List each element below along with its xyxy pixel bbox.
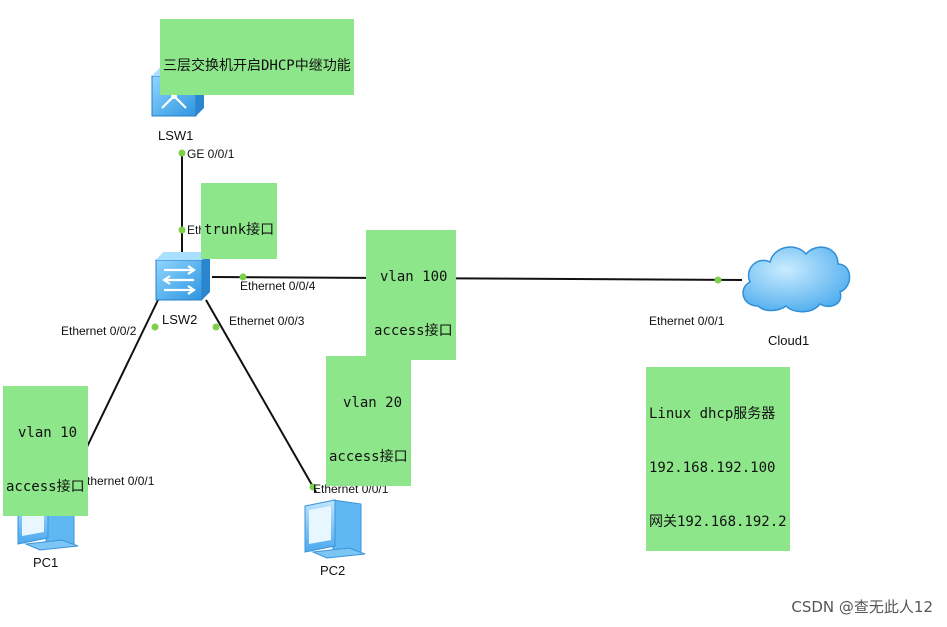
trunk-note-text: trunk接口	[204, 222, 275, 238]
title-note: 三层交换机开启DHCP中继功能	[160, 19, 354, 95]
device-label-pc2: PC2	[320, 563, 346, 578]
pc-icon[interactable]	[304, 499, 366, 559]
vlan10-note: vlan 10 access接口	[3, 386, 88, 516]
title-note-text: 三层交换机开启DHCP中继功能	[163, 58, 351, 74]
link-lsw2-cloud1	[211, 276, 743, 281]
vlan20-note-line1: vlan 20	[343, 395, 403, 411]
device-label-cloud1: Cloud1	[768, 333, 810, 348]
device-label-lsw2: LSW2	[162, 312, 198, 327]
vlan20-note-line2: access接口	[329, 449, 408, 465]
port-dot-lsw2-e4	[239, 273, 247, 281]
device-label-pc1: PC1	[33, 555, 59, 570]
vlan100-note: vlan 100 access接口	[366, 230, 456, 360]
watermark: CSDN @查无此人12	[791, 598, 933, 616]
l2-switch-icon[interactable]	[155, 252, 210, 301]
port-dot-pc2-e1	[309, 483, 317, 491]
linux-dhcp-note: Linux dhcp服务器 192.168.192.100 网关192.168.…	[646, 367, 790, 551]
port-dot-lsw1-ge	[178, 149, 186, 157]
port-dot-cloud-e1	[714, 276, 722, 284]
port-label-cloud-e1: Ethernet 0/0/1	[649, 314, 725, 328]
port-dot-lsw2-e3	[212, 323, 220, 331]
linux-dhcp-note-line3: 网关192.168.192.2	[649, 514, 787, 530]
linux-dhcp-note-line1: Linux dhcp服务器	[649, 406, 776, 422]
port-label-lsw2-e4: Ethernet 0/0/4	[240, 279, 316, 293]
vlan100-note-line1: vlan 100	[380, 269, 448, 285]
vlan10-note-line2: access接口	[6, 479, 85, 495]
port-label-pc1-e1: Ethernet 0/0/1	[79, 474, 155, 488]
linux-dhcp-note-line2: 192.168.192.100	[649, 460, 776, 476]
vlan10-note-line1: vlan 10	[18, 425, 78, 441]
port-label-lsw1-ge: GE 0/0/1	[187, 147, 235, 161]
vlan20-note: vlan 20 access接口	[326, 356, 411, 486]
trunk-note: trunk接口	[201, 183, 278, 259]
link-lsw2-pc2	[205, 299, 317, 493]
device-label-lsw1: LSW1	[158, 128, 194, 143]
port-dot-lsw2-e1	[178, 226, 186, 234]
cloud-icon[interactable]	[742, 246, 851, 313]
port-label-lsw2-e2: Ethernet 0/0/2	[61, 324, 137, 338]
port-dot-lsw2-e2	[151, 323, 159, 331]
port-label-lsw2-e3: Ethernet 0/0/3	[229, 314, 305, 328]
vlan100-note-line2: access接口	[374, 323, 453, 339]
